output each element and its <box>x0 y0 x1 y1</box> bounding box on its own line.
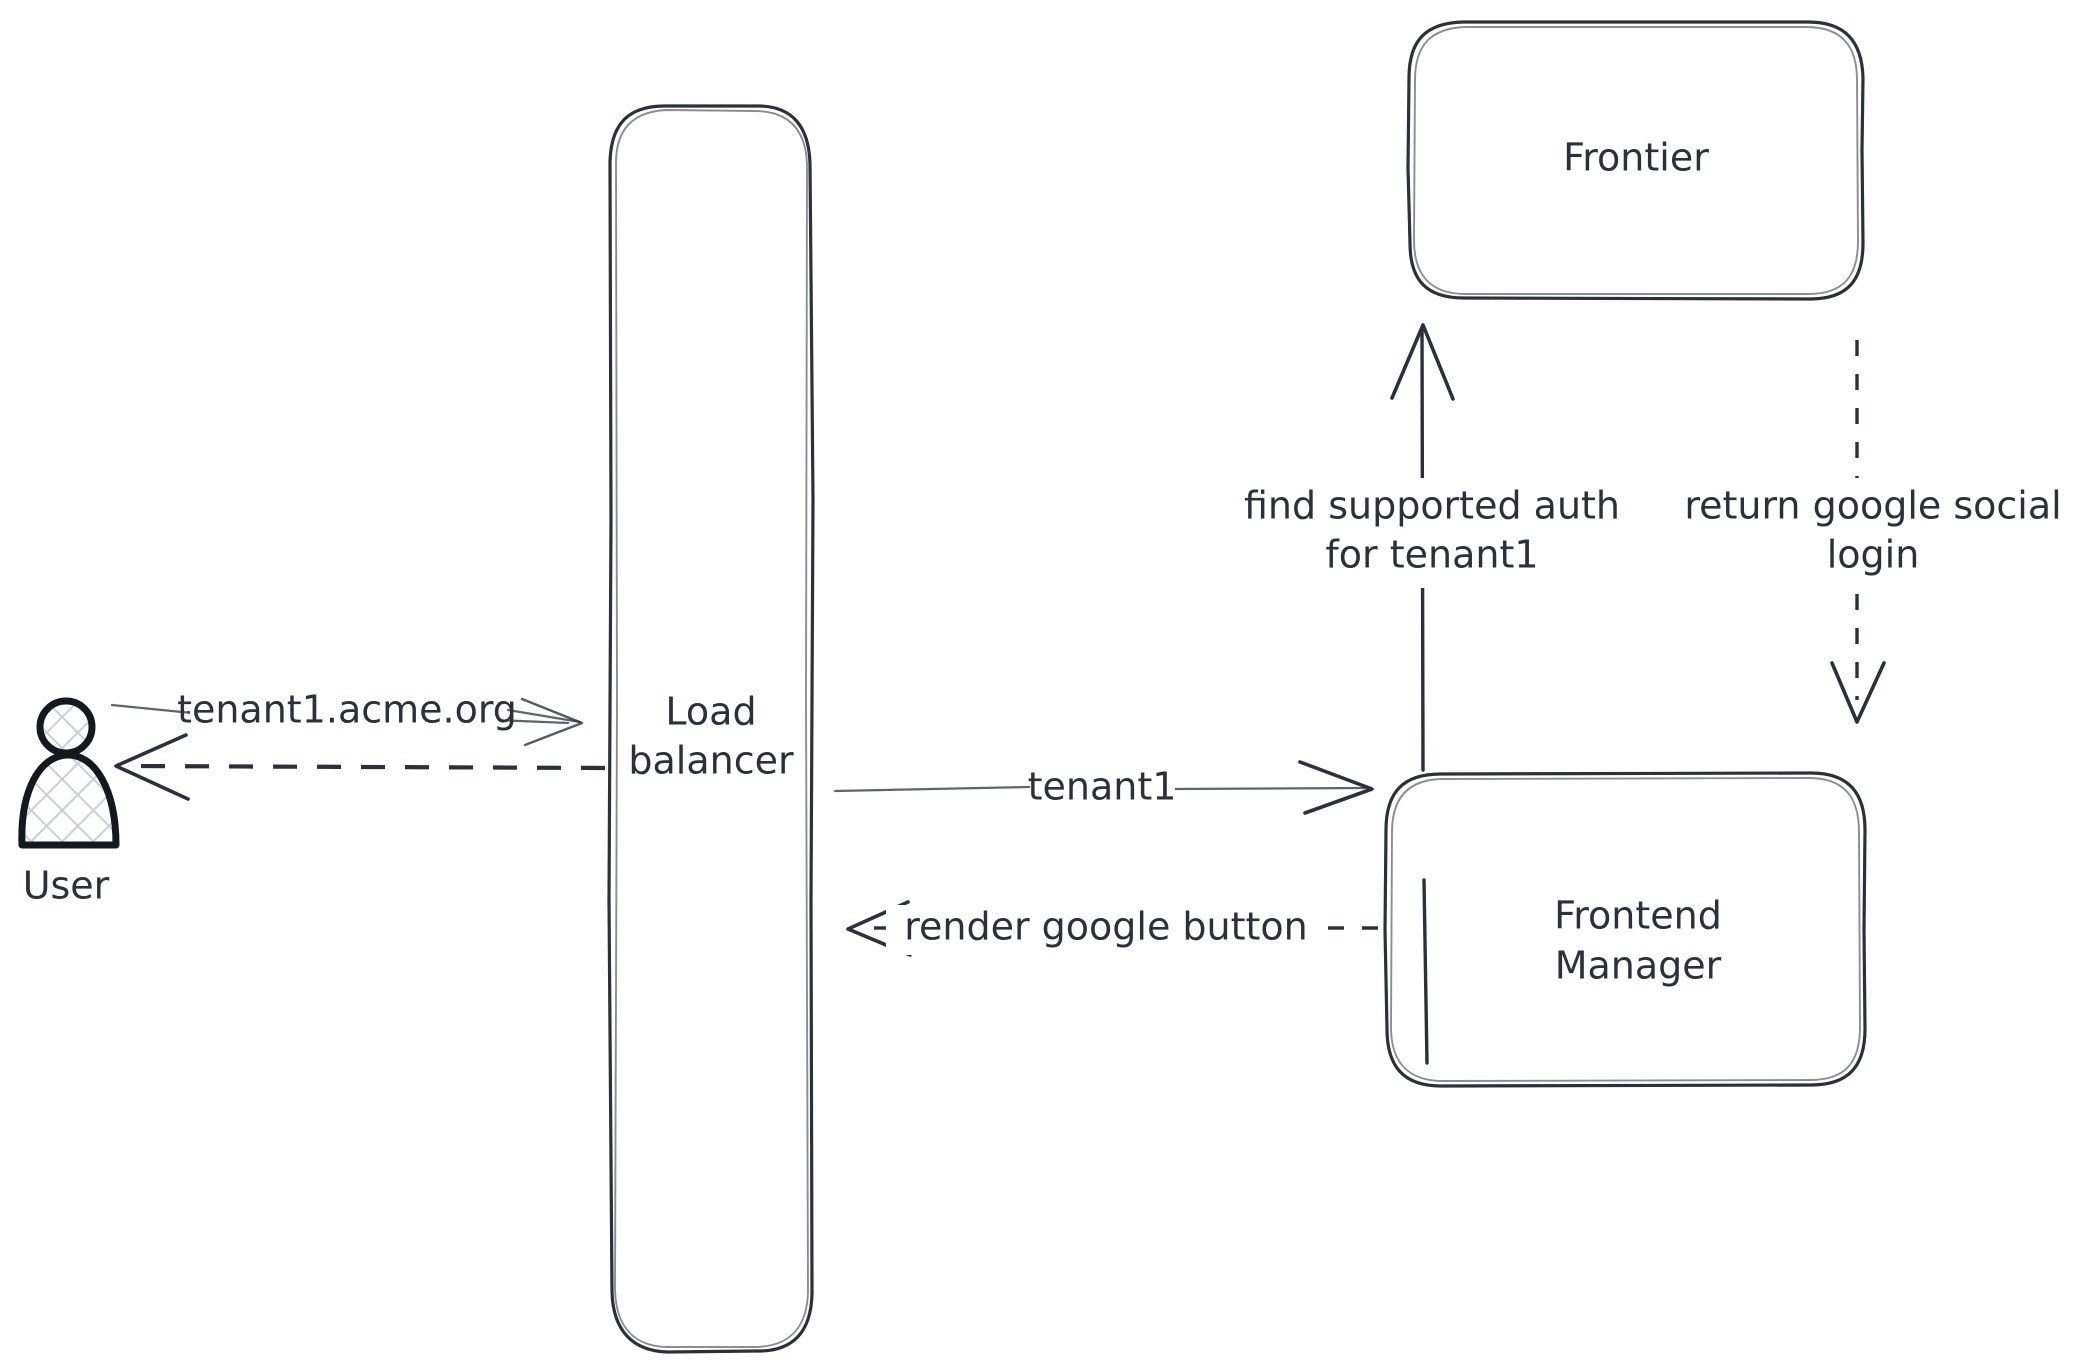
frontend-manager-label-line1: Frontend <box>1554 894 1722 938</box>
node-load-balancer[interactable]: Load balancer <box>607 104 815 1354</box>
frontend-manager-label-line2: Manager <box>1555 944 1722 988</box>
node-frontier[interactable]: Frontier <box>1406 20 1865 301</box>
node-frontend-manager[interactable]: Frontend Manager <box>1383 771 1867 1088</box>
user-body-icon <box>18 751 120 849</box>
actor-user[interactable]: User <box>18 697 120 908</box>
edge-lb-to-user[interactable] <box>114 733 606 801</box>
load-balancer-label-line1: Load <box>665 690 756 734</box>
edge-fm-to-lb[interactable]: render google button <box>846 900 1378 957</box>
edge-lb-to-fm[interactable]: tenant1 <box>833 760 1374 815</box>
edge-fm-to-lb-label: render google button <box>904 905 1308 949</box>
frontier-label: Frontier <box>1563 136 1709 180</box>
user-label: User <box>23 864 110 908</box>
load-balancer-label-line2: balancer <box>628 739 794 783</box>
user-head-icon <box>36 697 96 757</box>
edge-fm-to-frontier-label-line2: for tenant1 <box>1325 533 1538 577</box>
edge-frontier-to-fm-label-line2: login <box>1827 533 1920 577</box>
edge-frontier-to-fm-label-line1: return google social <box>1684 484 2061 528</box>
edge-fm-to-frontier[interactable]: find supported auth for tenant1 <box>1212 323 1627 1065</box>
edge-frontier-to-fm[interactable]: return google social login <box>1674 340 2074 724</box>
edge-fm-to-frontier-label-line1: find supported auth <box>1244 484 1620 528</box>
edge-lb-to-fm-label: tenant1 <box>1028 765 1177 809</box>
edge-user-to-lb-label: tenant1.acme.org <box>177 688 517 732</box>
edge-user-to-lb[interactable]: tenant1.acme.org <box>110 688 584 747</box>
